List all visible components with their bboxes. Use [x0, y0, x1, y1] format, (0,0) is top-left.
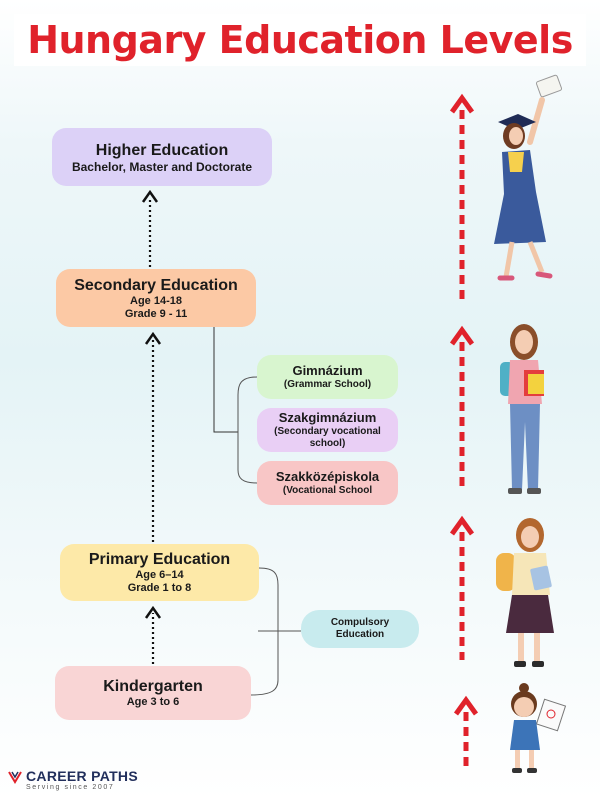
logo-sub-text: Serving since 2007: [26, 784, 115, 791]
compulsory-line1: Compulsory: [330, 617, 390, 628]
page-title: Hungary Education Levels: [27, 18, 573, 62]
primary-education-grade: Grade 1 to 8: [127, 582, 192, 594]
secondary-tracks-connector: [213, 327, 238, 433]
compulsory-line2: Education: [335, 629, 385, 640]
szakgimnazium-desc: (Secondary vocational school): [274, 426, 381, 449]
compulsory-bracket: [250, 567, 279, 696]
arrowhead-kinder-primary: [144, 605, 162, 619]
career-paths-logo: CAREER PATHS Serving since 2007: [8, 768, 138, 796]
kindergarten-box: Kindergarten Age 3 to 6: [55, 666, 251, 720]
compulsory-education-box: Compulsory Education: [301, 610, 419, 648]
graduate-figure-icon: [494, 74, 563, 281]
primary-education-box: Primary Education Age 6–14 Grade 1 to 8: [60, 544, 259, 601]
logo-main-text: CAREER PATHS: [26, 768, 138, 784]
secondary-tracks-bracket: [237, 376, 258, 484]
szakkozepiskola-title: Szakközépiskola: [275, 469, 380, 484]
szakkozepiskola-box: Szakközépiskola (Vocational School: [257, 461, 398, 505]
primary-education-title: Primary Education: [88, 551, 231, 568]
szakkozepiskola-desc: (Vocational School: [282, 485, 373, 496]
kindergarten-age: Age 3 to 6: [126, 696, 180, 708]
gimnazium-desc: (Grammar School): [283, 379, 372, 390]
student-figure-icon: [500, 324, 544, 494]
secondary-education-title: Secondary Education: [74, 276, 238, 294]
child-figure-icon: [510, 683, 567, 773]
primary-education-age: Age 6–14: [135, 569, 184, 581]
secondary-education-age: Age 14-18: [130, 294, 182, 307]
secondary-education-box: Secondary Education Age 14-18 Grade 9 - …: [56, 269, 256, 327]
title-bar: Hungary Education Levels: [14, 14, 586, 66]
gimnazium-box: Gimnázium (Grammar School): [257, 355, 398, 399]
higher-education-detail: Bachelor, Master and Doctorate: [71, 159, 253, 174]
arrowhead-primary-secondary: [144, 331, 162, 345]
higher-education-box: Higher Education Bachelor, Master and Do…: [52, 128, 272, 186]
kindergarten-title: Kindergarten: [103, 678, 203, 695]
szakgimnazium-title: Szakgimnázium: [278, 410, 377, 425]
arrowhead-secondary-higher: [141, 189, 159, 203]
schoolgirl-figure-icon: [496, 518, 554, 667]
secondary-education-grade: Grade 9 - 11: [124, 307, 188, 320]
red-arrows: [449, 93, 479, 770]
higher-education-title: Higher Education: [95, 141, 229, 159]
logo-mark-icon: [8, 771, 22, 784]
szakgimnazium-box: Szakgimnázium (Secondary vocational scho…: [257, 408, 398, 452]
gimnazium-title: Gimnázium: [292, 363, 363, 378]
